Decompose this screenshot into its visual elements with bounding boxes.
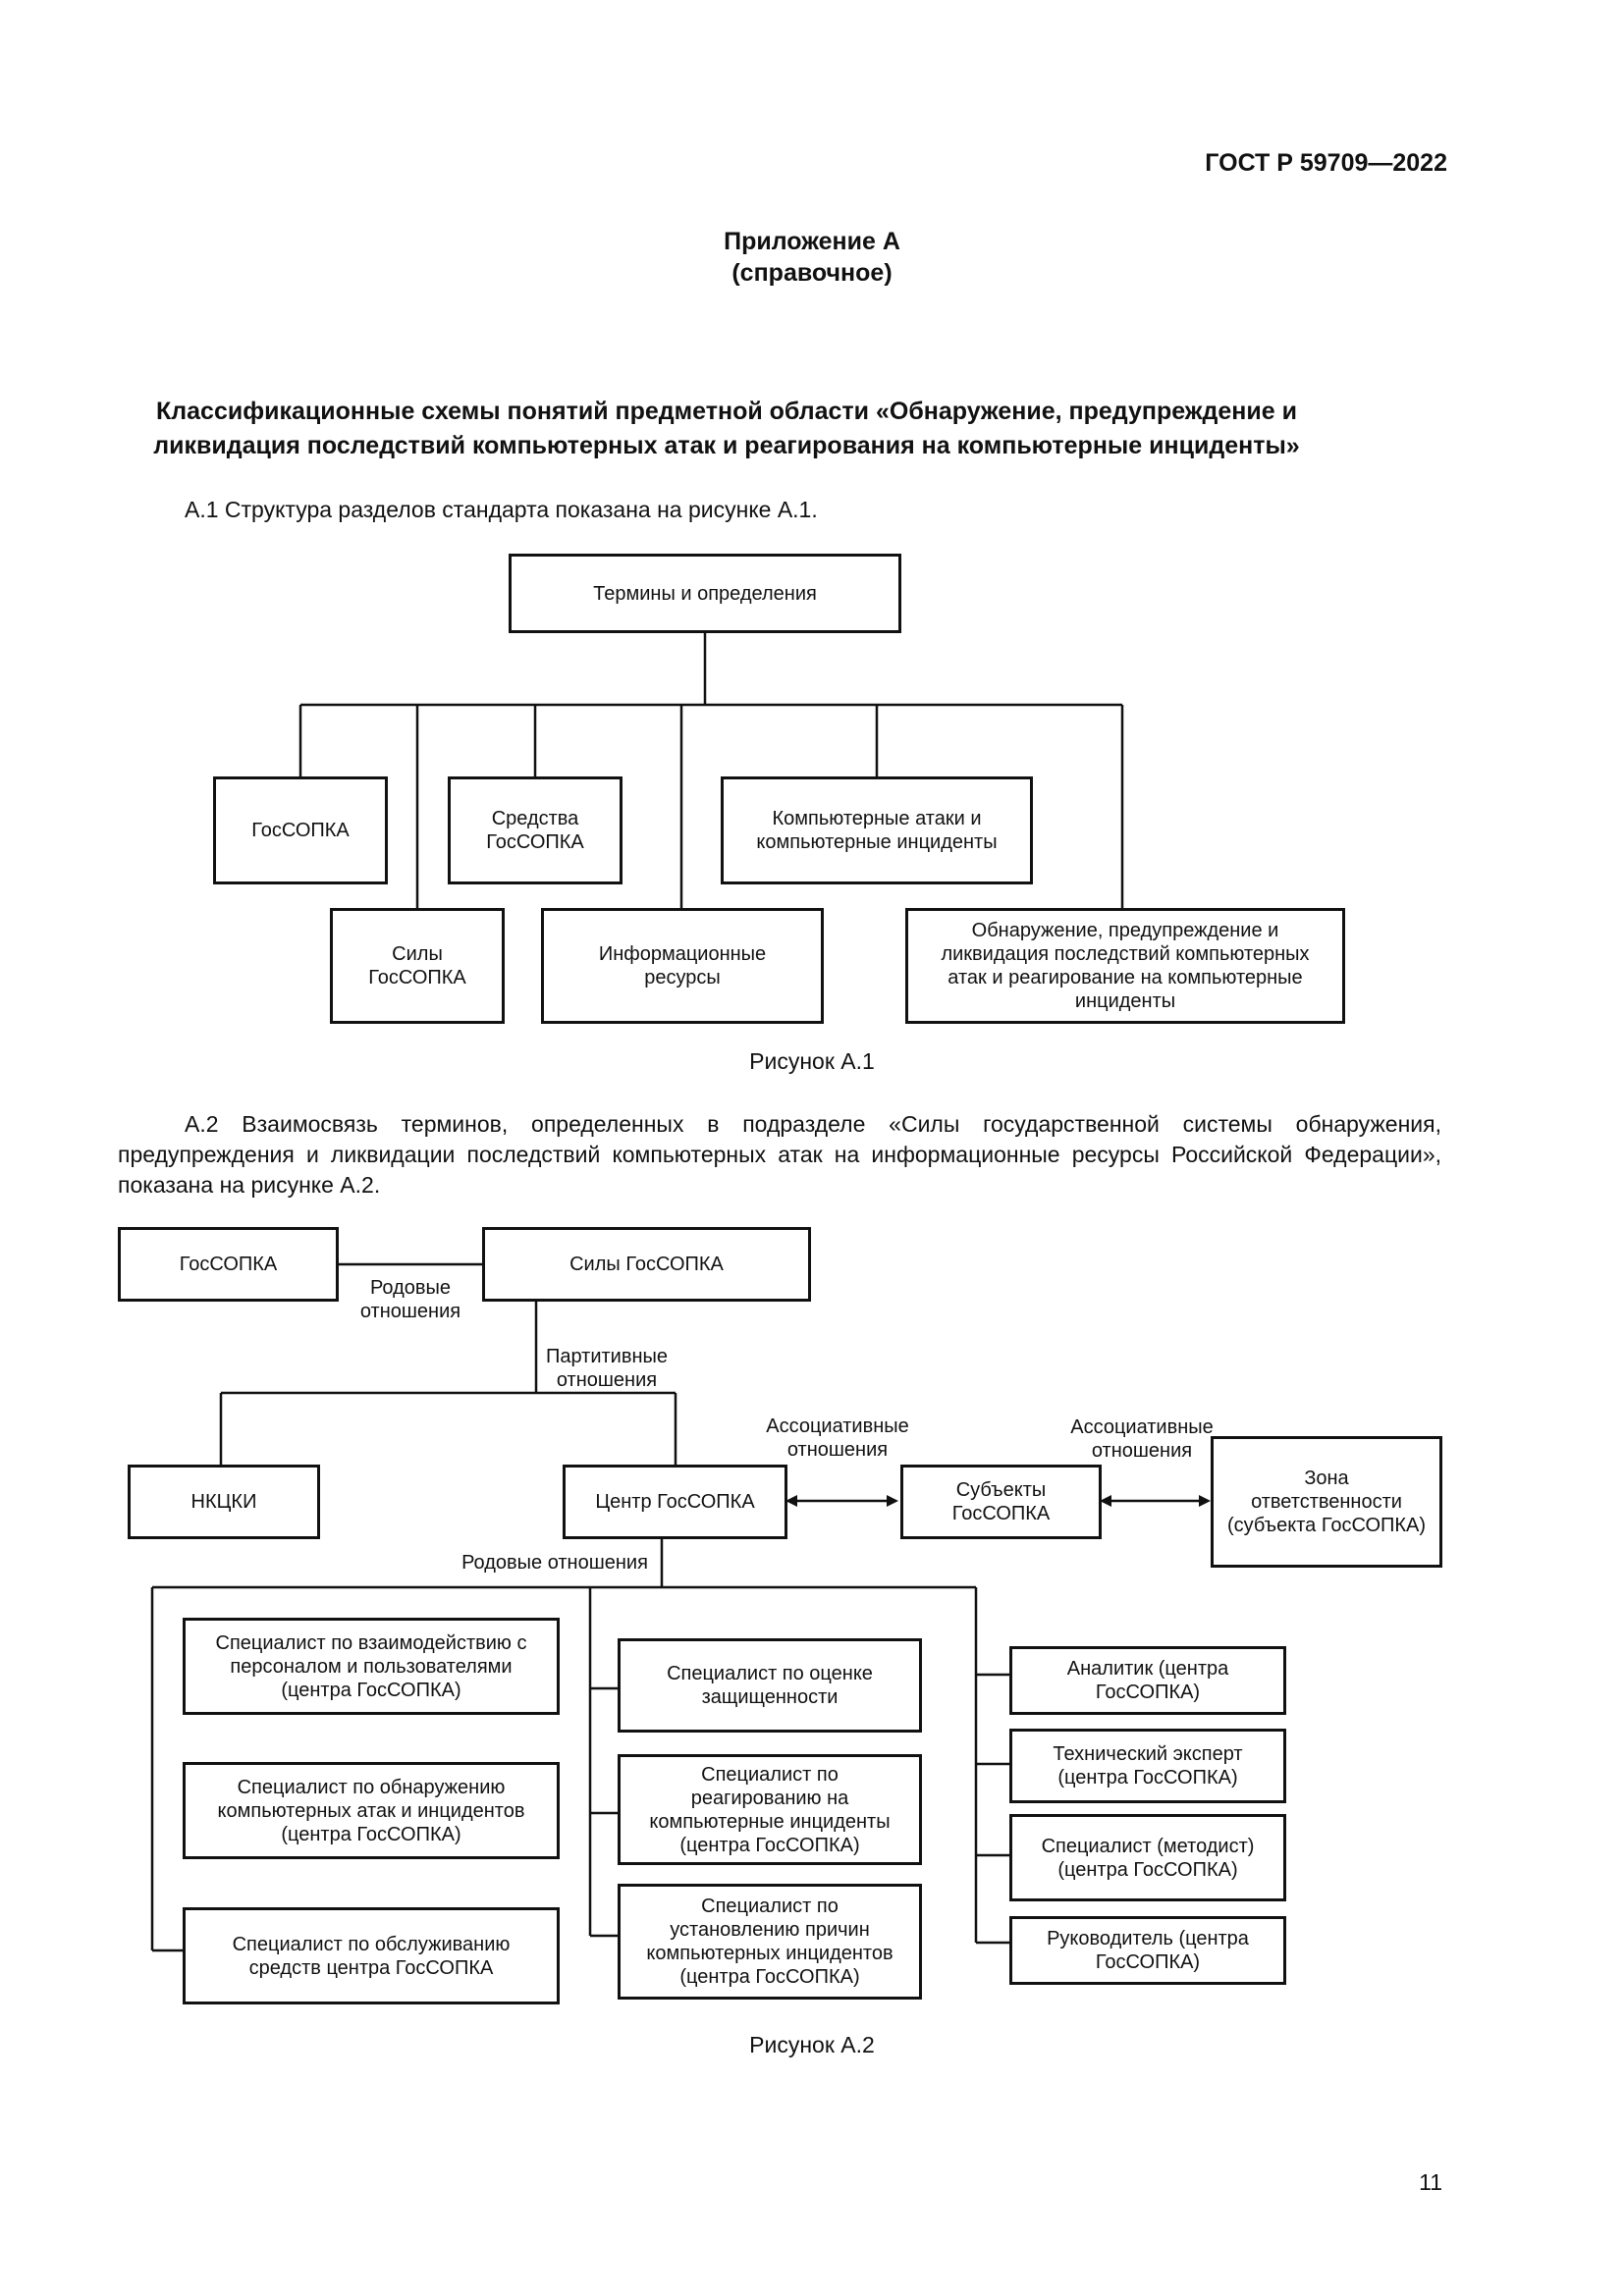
standard-code: ГОСТ Р 59709—2022 [1205,149,1447,177]
box-gossopka-a2: ГосСОПКА [118,1227,339,1302]
paragraph-a1: А.1 Структура разделов стандарта показан… [185,497,818,522]
box-info-resources: Информационные ресурсы [541,908,824,1024]
label-assoc-relation-1: Ассоциативные отношения [766,1415,909,1461]
box-sily-gossopka-a2: Силы ГосСОПКА [482,1227,811,1302]
appendix-title: Приложение А [724,228,900,255]
box-specialist-assessment: Специалист по оценке защищенности [618,1638,922,1733]
box-detection-response: Обнаружение, предупреждение и ликвидация… [905,908,1345,1024]
label-generic-relation-2: Родовые отношения [461,1552,648,1574]
page-number: 11 [1419,2169,1442,2195]
box-subjects-gossopka: Субъекты ГосСОПКА [900,1465,1102,1539]
figure-a1-caption: Рисунок А.1 [749,1048,875,1074]
box-analyst: Аналитик (центра ГосСОПКА) [1009,1646,1286,1715]
box-zone-responsibility: Зона ответственности (субъекта ГосСОПКА) [1211,1436,1442,1568]
label-partitive-relation: Партитивные отношения [545,1346,668,1391]
box-terms-definitions: Термины и определения [509,554,901,633]
label-assoc-relation-2: Ассоциативные отношения [1070,1416,1214,1462]
box-specialist-causes: Специалист по установлению причин компью… [618,1884,922,2000]
box-sily-gossopka: Силы ГосСОПКА [330,908,505,1024]
box-sredstva-gossopka: Средства ГосСОПКА [448,776,623,884]
box-center-gossopka: Центр ГосСОПКА [563,1465,787,1539]
appendix-subtitle: (справочное) [731,259,893,287]
paragraph-a2: А.2 Взаимосвязь терминов, определенных в… [118,1111,1441,1198]
box-specialist-interaction: Специалист по взаимодействию с персонало… [183,1618,560,1715]
box-attacks-incidents: Компьютерные атаки и компьютерные инциде… [721,776,1033,884]
box-specialist-detection: Специалист по обнаружению компьютерных а… [183,1762,560,1859]
box-specialist-response: Специалист по реагированию на компьютерн… [618,1754,922,1865]
figure-a2-caption: Рисунок А.2 [749,2032,875,2057]
box-head: Руководитель (центра ГосСОПКА) [1009,1916,1286,1985]
box-specialist-methodist: Специалист (методист) (центра ГосСОПКА) [1009,1814,1286,1901]
box-gossopka: ГосСОПКА [213,776,388,884]
box-nkcki: НКЦКИ [128,1465,320,1539]
section-title: Классификационные схемы понятий предметн… [153,398,1300,459]
box-technical-expert: Технический эксперт (центра ГосСОПКА) [1009,1729,1286,1803]
box-specialist-maintenance: Специалист по обслуживанию средств центр… [183,1907,560,2004]
label-generic-relation-1: Родовые отношения [359,1277,461,1322]
